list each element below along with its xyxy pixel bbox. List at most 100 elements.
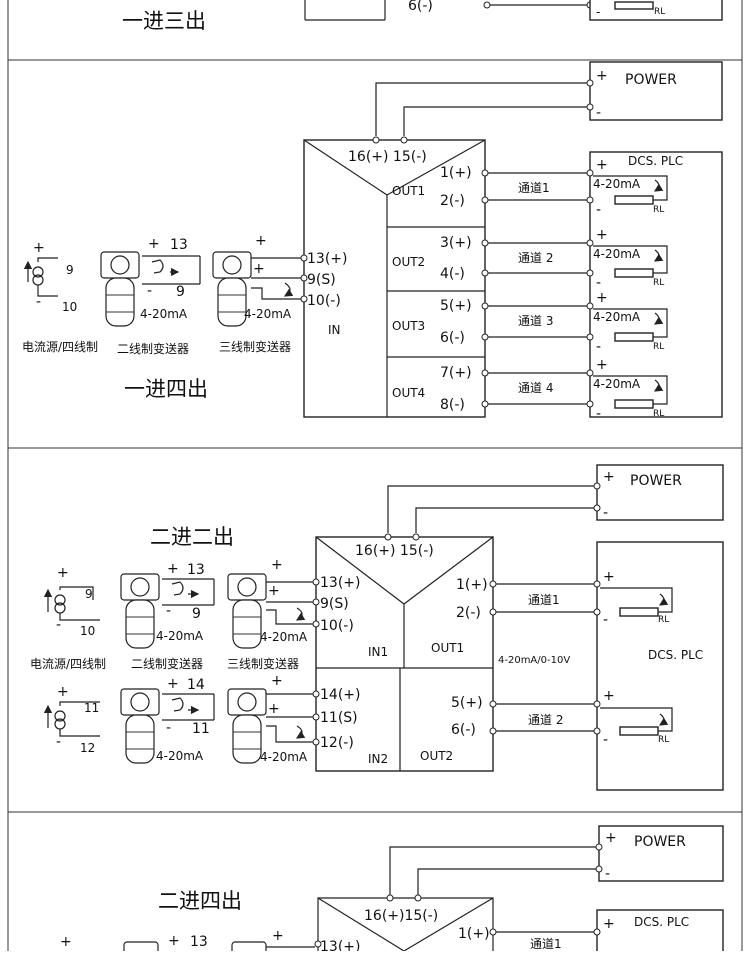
svg-text:IN2: IN2	[368, 752, 388, 766]
svg-text:通道 2: 通道 2	[528, 713, 563, 727]
svg-text:4-20mA: 4-20mA	[244, 307, 292, 321]
label-three-wire: 三线制变送器	[219, 339, 291, 354]
svg-text:+: +	[603, 916, 615, 932]
svg-text:OUT2: OUT2	[420, 749, 453, 763]
power-terminals: 16(+) 15(-)	[348, 149, 427, 165]
plc-plus: +	[596, 357, 608, 373]
svg-text:4-20mA: 4-20mA	[156, 749, 204, 763]
svg-text:+: +	[60, 934, 72, 950]
svg-text:1(+): 1(+)	[456, 577, 488, 593]
plc-plus: +	[596, 290, 608, 306]
svg-text:13(+): 13(+)	[320, 575, 360, 591]
svg-text:OUT1: OUT1	[431, 641, 464, 655]
current-arrow	[653, 179, 664, 192]
svg-text:+: +	[57, 684, 69, 700]
loop-wire	[593, 308, 668, 338]
in-term-9: 9(S)	[307, 272, 336, 288]
title-1in3out: 一进三出	[122, 9, 206, 33]
svg-text:通道1: 通道1	[530, 937, 562, 951]
svg-text:RL: RL	[654, 7, 665, 17]
svg-text:+: +	[596, 68, 608, 84]
plc-plus: +	[596, 157, 608, 173]
svg-text:通道1: 通道1	[528, 593, 560, 607]
svg-text:+: +	[253, 261, 265, 277]
in-term-10: 10(-)	[307, 293, 341, 309]
svg-text:9: 9	[85, 587, 93, 601]
label-two-wire: 二线制变送器	[117, 341, 189, 356]
svg-text:-: -	[147, 283, 152, 299]
svg-text:16(+) 15(-): 16(+) 15(-)	[355, 543, 434, 559]
svg-text:10(-): 10(-)	[320, 618, 354, 634]
svg-text:4-20mA: 4-20mA	[156, 629, 204, 643]
dcs-plc-box	[589, 151, 723, 418]
svg-text:-: -	[166, 720, 171, 736]
terminal-6: 6(-)	[408, 0, 433, 14]
sources-in1: + 9 10 - 电流源/四线制 + 13 9 - 4-20mA 二线制变送器	[30, 557, 313, 671]
svg-text:+: +	[268, 701, 280, 717]
svg-text:-: -	[603, 732, 608, 748]
out-pos-term: 5(+)	[440, 298, 472, 314]
signal-label: 4-20mA	[593, 310, 641, 324]
svg-text:9: 9	[192, 606, 201, 622]
out-pos-dot	[481, 302, 489, 310]
svg-text:+: +	[148, 236, 160, 252]
svg-text:+: +	[57, 565, 69, 581]
section-2in2out: 二进二出 POWER + - 16(+) 15(-) 13(+) 9(S) 10…	[30, 464, 724, 791]
svg-text:-: -	[596, 105, 601, 121]
power-box-s4	[598, 825, 724, 882]
label-current-source: 电流源/四线制	[22, 340, 98, 354]
svg-text:+: +	[168, 933, 180, 949]
svg-text:+: +	[272, 928, 284, 944]
plc-pos-dot	[586, 302, 594, 310]
sources-in2: + 11 12 - + 14 11 - 4-20mA	[43, 673, 313, 764]
title-2in4out: 二进四出	[158, 889, 242, 913]
out-pos-term: 7(+)	[440, 365, 472, 381]
in-label: IN	[328, 323, 341, 337]
channel-label: 通道 2	[518, 251, 553, 265]
out-pos-term: 1(+)	[440, 165, 472, 181]
svg-text:-: -	[36, 294, 41, 310]
svg-text:13: 13	[170, 237, 188, 253]
svg-text:+: +	[271, 673, 283, 689]
plc-neg-dot	[586, 196, 594, 204]
loop-wire	[593, 175, 668, 201]
plc-minus: -	[596, 339, 601, 355]
out-neg-dot	[481, 333, 489, 341]
svg-text:9(S): 9(S)	[320, 596, 349, 612]
svg-text:14: 14	[187, 677, 205, 693]
plc-neg-dot	[586, 269, 594, 277]
svg-text:+: +	[603, 688, 615, 704]
signal-label: 4-20mA	[593, 177, 641, 191]
out-neg-dot	[481, 400, 489, 408]
svg-text:+: +	[167, 676, 179, 692]
svg-text:RL: RL	[658, 735, 669, 745]
svg-text:DCS. PLC: DCS. PLC	[648, 648, 703, 662]
channel-label: 通道 4	[518, 381, 553, 395]
svg-text:POWER: POWER	[634, 834, 686, 850]
svg-text:11(S): 11(S)	[320, 710, 358, 726]
resistor-rl	[614, 195, 654, 205]
svg-text:5(+): 5(+)	[451, 695, 483, 711]
svg-text:9: 9	[176, 284, 185, 300]
svg-text:13(+): 13(+)	[320, 939, 360, 951]
current-source-s2: + 9 10 - 电流源/四线制	[22, 240, 98, 354]
title-1in4out: 一进四出	[124, 377, 208, 401]
svg-text:10: 10	[80, 624, 95, 638]
svg-text:-: -	[596, 5, 600, 19]
svg-text:+: +	[271, 557, 283, 573]
plc-neg-dot	[586, 400, 594, 408]
three-wire-transmitter-s2: + + 4-20mA 三线制变送器	[212, 233, 301, 354]
svg-text:DCS. PLC: DCS. PLC	[634, 915, 689, 929]
dcs-plc-box-s3	[596, 541, 724, 791]
plc-minus: -	[596, 406, 601, 422]
svg-text:+: +	[268, 583, 280, 599]
svg-text:+: +	[603, 469, 615, 485]
two-wire-transmitter-s2: + 13 9 - 4-20mA 二线制变送器	[100, 236, 201, 356]
resistor-rl	[614, 332, 654, 342]
resistor-rl	[614, 268, 654, 278]
